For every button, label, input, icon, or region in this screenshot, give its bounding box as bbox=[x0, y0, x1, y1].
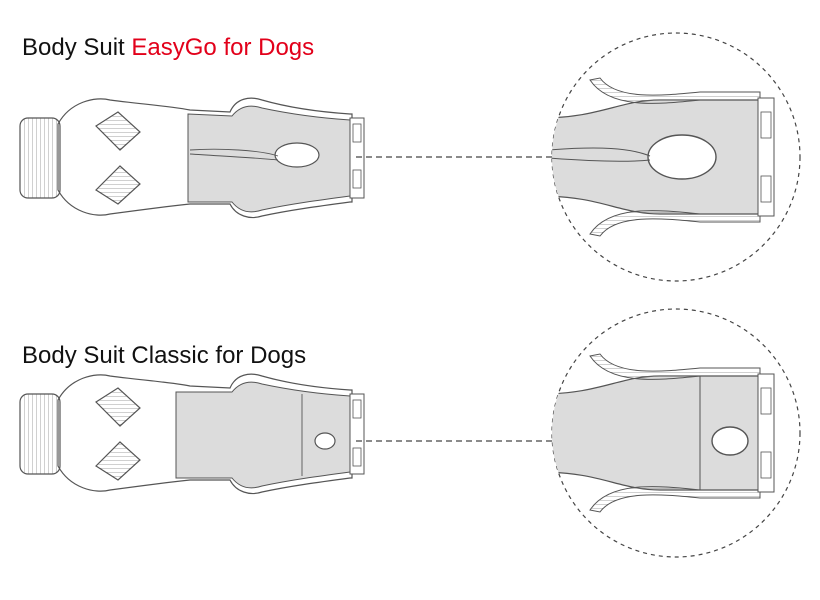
classic-leg-bottom bbox=[95, 441, 141, 481]
easygo-title: Body Suit EasyGo for Dogs bbox=[22, 34, 314, 62]
classic-title: Body Suit Classic for Dogs bbox=[22, 342, 306, 370]
easygo-zoom-detail bbox=[552, 77, 775, 237]
classic-opening-zoom bbox=[711, 426, 749, 456]
classic-neck-cuff bbox=[19, 393, 61, 475]
easygo-leg-bottom bbox=[95, 165, 141, 205]
classic-leg-top bbox=[95, 387, 141, 427]
easygo-leg-top bbox=[95, 111, 141, 151]
classic-opening-small bbox=[314, 432, 336, 450]
easygo-title-prefix: Body Suit bbox=[22, 34, 125, 61]
easygo-suit-small bbox=[19, 97, 365, 219]
classic-suit-small bbox=[19, 373, 365, 495]
easygo-neck-cuff bbox=[19, 117, 61, 199]
easygo-opening-small bbox=[274, 142, 320, 168]
easygo-tail-flap bbox=[349, 117, 365, 199]
easygo-opening-zoom bbox=[647, 134, 717, 180]
classic-title-accent: Classic for Dogs bbox=[131, 342, 307, 369]
classic-title-prefix: Body Suit bbox=[22, 342, 125, 369]
classic-zoom-detail bbox=[552, 353, 775, 513]
easygo-title-accent: EasyGo for Dogs bbox=[131, 34, 315, 61]
classic-tail-flap bbox=[349, 393, 365, 475]
